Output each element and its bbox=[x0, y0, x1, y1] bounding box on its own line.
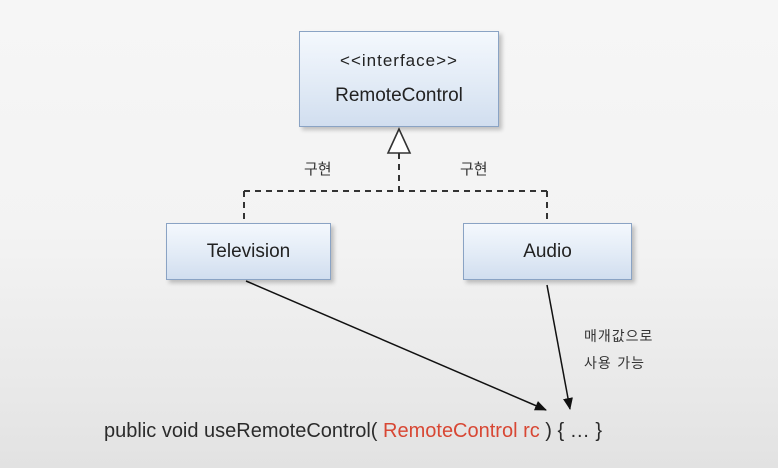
class-audio-name: Audio bbox=[523, 240, 572, 262]
parameter-note-line2: 사용 가능 bbox=[584, 356, 645, 372]
interface-remotecontrol-box: <<interface>> RemoteControl bbox=[299, 31, 499, 127]
parameter-note: 매개값으로 사용 가능 bbox=[584, 324, 653, 378]
method-signature-suffix: ) { … } bbox=[539, 420, 602, 442]
class-television-box: Television bbox=[166, 223, 331, 280]
interface-name: RemoteControl bbox=[335, 85, 463, 106]
method-signature-prefix: public void useRemoteControl( bbox=[104, 420, 384, 442]
class-television-name: Television bbox=[206, 240, 291, 262]
realization-arrowhead bbox=[386, 127, 412, 154]
interface-stereotype: <<interface>> bbox=[340, 51, 458, 70]
tv-to-param-arrow bbox=[245, 280, 547, 411]
realization-lines bbox=[243, 153, 548, 223]
implements-label-right: 구현 bbox=[460, 160, 488, 178]
method-parameter: RemoteControl rc bbox=[383, 420, 540, 442]
class-audio-box: Audio bbox=[463, 223, 632, 280]
method-signature: public void useRemoteControl( RemoteCont… bbox=[104, 420, 602, 443]
parameter-note-line1: 매개값으로 bbox=[584, 329, 654, 345]
audio-to-param-arrow bbox=[546, 284, 573, 410]
implements-label-left: 구현 bbox=[304, 160, 332, 178]
